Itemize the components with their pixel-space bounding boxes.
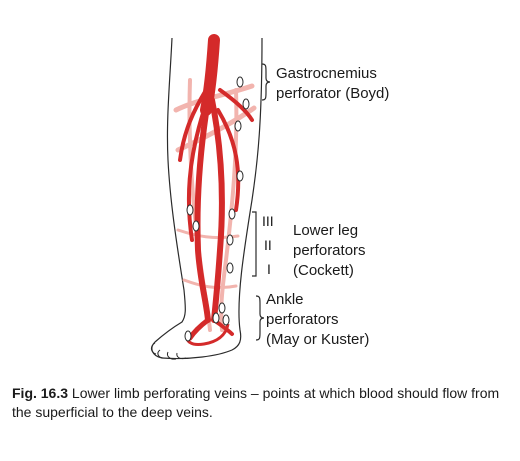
cockett-bracket: [252, 211, 257, 277]
gastrocnemius-label-line1: Gastrocnemius: [276, 65, 377, 82]
toe-outlines: [150, 342, 187, 360]
figure-number: Fig. 16.3: [12, 385, 69, 401]
lower-leg-label-line2: perforators: [293, 242, 366, 259]
boyd-bracket: [261, 63, 271, 101]
ankle-label-line2: perforators: [266, 311, 339, 328]
caption-text: Lower limb perforating veins – points at…: [12, 385, 500, 420]
leg-outline: [151, 37, 263, 360]
ankle-bracket: [255, 295, 265, 341]
figure-caption: Fig. 16.3 Lower limb perforating veins –…: [12, 384, 512, 422]
lower-leg-label-line1: Lower leg: [293, 222, 359, 239]
ankle-label-line3: (May or Kuster): [266, 331, 370, 348]
roman-numeral-3: III: [262, 213, 274, 229]
lower-leg-label-line3: (Cockett): [293, 262, 354, 279]
gastrocnemius-label-line2: perforator (Boyd): [276, 85, 390, 102]
ankle-label-line1: Ankle: [266, 291, 304, 308]
deep-veins: [178, 34, 254, 341]
roman-numeral-1: I: [267, 261, 271, 277]
perforator-marks: [184, 76, 250, 342]
roman-numeral-2: II: [264, 237, 272, 253]
